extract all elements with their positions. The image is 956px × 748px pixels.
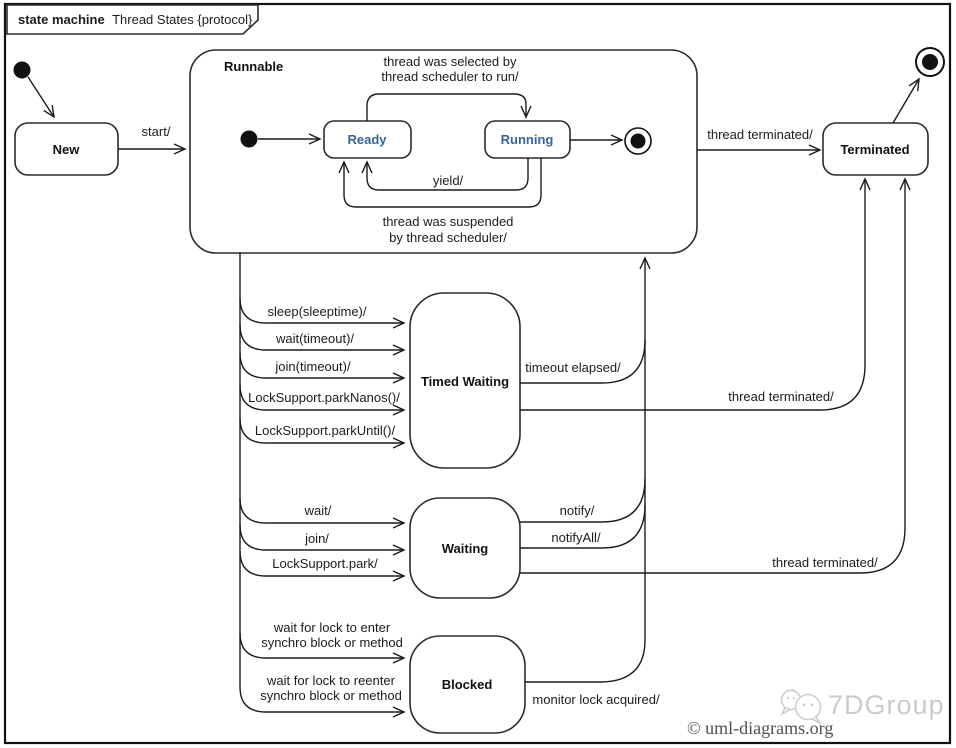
transition-selected-by-scheduler (366, 93, 526, 121)
transition-timed-waiting-terminated (520, 179, 865, 411)
state-blocked-label: Blocked (442, 677, 493, 692)
transition-notify-all (520, 504, 646, 549)
transition-notify-label: notify/ (560, 503, 595, 518)
transition-blocked-enter-label-2: synchro block or method (261, 635, 403, 650)
frame-title: state machine Thread States {protocol} (18, 12, 253, 27)
transition-park-label: LockSupport.park/ (272, 556, 378, 571)
state-new-label: New (53, 142, 81, 157)
transition-timeout-elapsed (520, 339, 646, 384)
state-running-label: Running (501, 132, 554, 147)
transition-waiting-terminated (520, 179, 905, 574)
transition-selected-label-1: thread was selected by (384, 54, 517, 69)
state-runnable-label: Runnable (224, 59, 283, 74)
transition-blocked-enter (239, 632, 404, 658)
transition-join-timeout (239, 352, 404, 378)
runnable-final-state-dot (630, 133, 646, 149)
frame-title-tab (6, 4, 259, 35)
transition-notify (520, 478, 646, 523)
transition-suspended (344, 158, 542, 208)
transition-sleep (239, 297, 404, 323)
transition-terminated-to-final (892, 79, 919, 124)
transition-monitor-lock-acquired-label: monitor lock acquired/ (532, 692, 660, 707)
transition-notify-all-label: notifyAll/ (551, 530, 601, 545)
7dgroup-logo-icon (780, 689, 823, 726)
transition-start-label: start/ (142, 124, 171, 139)
transition-sleep-label: sleep(sleeptime)/ (268, 304, 367, 319)
transition-park-nanos (239, 384, 404, 410)
transition-blocked-reenter-label-2: synchro block or method (260, 688, 402, 703)
transition-blocked-reenter-label-1: wait for lock to reenter (266, 673, 396, 688)
state-blocked (409, 635, 526, 734)
initial-state-icon (13, 61, 31, 79)
transition-join-timeout-label: join(timeout)/ (274, 359, 351, 374)
transition-monitor-lock-acquired (525, 639, 646, 683)
transition-park-nanos-label: LockSupport.parkNanos()/ (248, 390, 400, 405)
transition-join-label: join/ (304, 531, 329, 546)
transition-wait-timeout-label: wait(timeout)/ (275, 331, 354, 346)
transition-suspended-label-2: by thread scheduler/ (389, 230, 507, 245)
transition-initial-to-new (27, 76, 54, 117)
transition-park-until (239, 417, 404, 443)
state-runnable (189, 49, 698, 254)
transition-blocked-reenter (239, 253, 404, 712)
transition-selected-label-2: thread scheduler to run/ (381, 69, 519, 84)
runnable-initial-state-icon (240, 130, 258, 148)
transition-yield (367, 158, 529, 191)
transition-timed-waiting-terminated-label: thread terminated/ (728, 389, 834, 404)
transition-park-until-label: LockSupport.parkUntil()/ (255, 423, 396, 438)
transition-runnable-terminated-label: thread terminated/ (707, 127, 813, 142)
transition-wait-timeout (239, 324, 404, 350)
state-timed-waiting (409, 292, 521, 469)
transition-park (239, 550, 404, 576)
state-timed-waiting-label: Timed Waiting (421, 374, 509, 389)
transition-wait (239, 497, 404, 523)
state-terminated (822, 122, 929, 176)
state-waiting-label: Waiting (442, 541, 489, 556)
transition-wait-label: wait/ (304, 503, 332, 518)
final-state-dot (922, 54, 938, 70)
transition-blocked-enter-label-1: wait for lock to enter (273, 620, 391, 635)
transition-yield-label: yield/ (433, 173, 464, 188)
watermark-copyright: © uml-diagrams.org (687, 718, 833, 738)
transition-join (239, 524, 404, 550)
transition-waiting-terminated-label: thread terminated/ (772, 555, 878, 570)
state-terminated-label: Terminated (840, 142, 909, 157)
transition-suspended-label-1: thread was suspended (383, 214, 514, 229)
watermark-brand: 7DGroup (828, 690, 945, 720)
state-ready-label: Ready (347, 132, 387, 147)
transition-timeout-elapsed-label: timeout elapsed/ (525, 360, 621, 375)
